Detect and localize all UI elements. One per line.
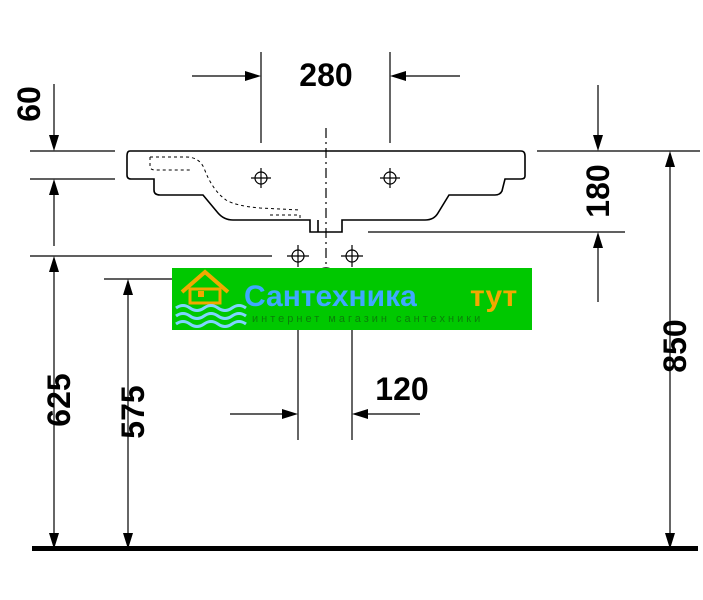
dimension-280-label: 280 [299, 57, 352, 93]
dimension-575: 575 [104, 278, 300, 549]
dimension-60-label: 60 [11, 86, 47, 122]
dimension-280: 280 [192, 52, 460, 143]
dimension-575-label: 575 [115, 385, 151, 438]
dimension-850-label: 850 [657, 319, 693, 372]
dimension-850: 850 [657, 151, 693, 549]
dimension-60: 60 [11, 84, 115, 246]
floor-line [32, 546, 698, 551]
dimension-120-label: 120 [375, 371, 428, 407]
watermark-banner: Сантехника тут интернет магазин сантехни… [172, 268, 532, 330]
watermark-title-accent: тут [470, 280, 517, 313]
watermark-subtitle: интернет магазин сантехники [252, 313, 483, 325]
dimension-625-label: 625 [41, 373, 77, 426]
dimension-180-label: 180 [580, 164, 616, 217]
house-waves-icon [175, 269, 247, 328]
dimension-625: 625 [30, 255, 272, 549]
dimension-180: 180 [368, 85, 700, 302]
basin-outline [126, 150, 526, 233]
watermark-title: Сантехника [244, 280, 417, 313]
dimension-120: 120 [230, 371, 429, 419]
